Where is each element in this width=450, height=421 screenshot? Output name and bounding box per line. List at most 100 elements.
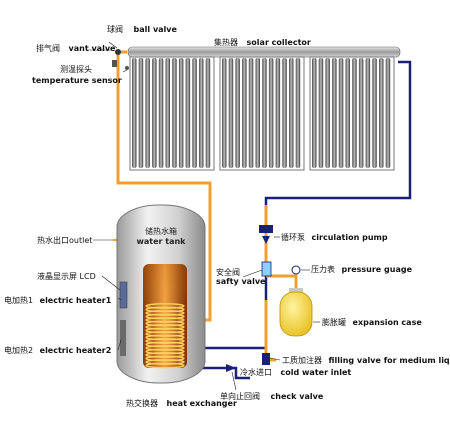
pump-en: circulation pump — [311, 233, 388, 242]
vacuum-tube — [199, 58, 204, 168]
collector-en: solar collector — [246, 38, 311, 47]
vacuum-tube — [358, 58, 364, 168]
vent-valve-label: 排气阀 vant valve — [36, 44, 115, 53]
lcd-text: 液晶显示屏 LCD — [37, 272, 96, 281]
tank-label: 储热水箱 water tank — [126, 226, 196, 246]
collector-frame-2 — [219, 56, 305, 171]
collector-cn: 集热器 — [214, 38, 238, 47]
vacuum-tube — [228, 58, 234, 168]
heater1-cn: 电加热1 — [4, 296, 34, 305]
hot-outlet-label: 热水出口outlet — [37, 236, 92, 245]
vacuum-tube — [275, 58, 281, 168]
vacuum-tube — [222, 58, 227, 168]
coil-turn — [145, 306, 185, 313]
vacuum-tube — [379, 58, 384, 168]
filling-valve-en: filling valve for medium liquid — [328, 356, 450, 365]
coil-turn — [145, 341, 185, 348]
temp-sensor-en-label: temperature sensor — [32, 76, 122, 85]
coil-turn — [145, 331, 185, 337]
expansion-label: 膨胀罐 expansion case — [322, 318, 422, 327]
vacuum-tube — [325, 58, 330, 168]
lcd-panel-icon — [119, 281, 128, 309]
tank-en: water tank — [136, 237, 186, 246]
vacuum-tube — [295, 58, 301, 168]
temp-sensor-label: 测温探头 — [60, 65, 92, 74]
vacuum-tube — [165, 58, 170, 168]
collector-label: 集热器 solar collector — [214, 38, 311, 47]
coil-turn — [145, 359, 185, 365]
heat-exchanger-en: heat exchanger — [166, 399, 237, 408]
ball-valve-en: ball valve — [133, 25, 177, 34]
coil-turn — [145, 324, 185, 330]
vacuum-tube — [145, 58, 150, 168]
cold-water-pipe — [202, 366, 250, 380]
expansion-tank — [279, 288, 313, 337]
vacuum-tube — [318, 58, 324, 168]
pressure-en: pressure guage — [341, 265, 412, 274]
check-valve-cn: 单向止回阀 — [220, 392, 260, 401]
vacuum-tube — [372, 58, 377, 168]
vacuum-tube — [352, 58, 357, 168]
heater2-label: 电加热2 electric heater2 — [4, 346, 111, 355]
pressure-branch — [266, 274, 298, 290]
temp-sensor-cn: 测温探头 — [60, 65, 92, 74]
temp-sensor-en: temperature sensor — [32, 76, 122, 85]
cold-inlet-cn: 冷水进口 — [240, 368, 272, 377]
coil-turn — [145, 313, 185, 320]
solar-collector — [127, 46, 401, 171]
vacuum-tube — [282, 58, 287, 168]
coil-turn — [145, 355, 185, 362]
vacuum-tube — [262, 58, 267, 168]
vacuum-tube — [132, 58, 137, 168]
filling-valve-cn: 工质加注器 — [282, 356, 322, 365]
check-valve-label: 单向止回阀 check valve — [220, 392, 323, 401]
ball-valve-cn: 球阀 — [107, 25, 123, 34]
collector-header — [127, 46, 401, 58]
coil-turn — [145, 334, 185, 341]
heat-exchanger-cn: 热交换器 — [126, 399, 158, 408]
vent-valve-cn: 排气阀 — [36, 44, 60, 53]
vacuum-tube — [332, 58, 337, 168]
vacuum-tube — [338, 58, 344, 168]
vacuum-tube — [365, 58, 371, 168]
vacuum-tube — [138, 58, 144, 168]
coil-turn — [145, 348, 185, 355]
vacuum-tube — [268, 58, 274, 168]
safety-cn: 安全阀 — [216, 268, 240, 277]
heat-exchanger-coil — [145, 303, 185, 369]
vacuum-tube — [242, 58, 247, 168]
pump-label: 循环泵 circulation pump — [281, 233, 388, 242]
vent-valve-en: vant valve — [68, 44, 116, 53]
heater2-en: electric heater2 — [39, 346, 112, 355]
heater1-en: electric heater1 — [39, 296, 112, 305]
collector-frame-1 — [129, 56, 215, 171]
coil-turn — [145, 362, 185, 369]
check-valve-en: check valve — [270, 392, 324, 401]
vacuum-tube — [192, 58, 197, 168]
vacuum-tube — [152, 58, 157, 168]
pump-cn: 循环泵 — [281, 233, 305, 242]
heater2-cn: 电加热2 — [4, 346, 34, 355]
hot-pipe-return — [205, 60, 412, 350]
vacuum-tube — [248, 58, 254, 168]
vacuum-tube — [385, 58, 391, 168]
collector-frame-3 — [309, 56, 395, 171]
expansion-cn: 膨胀罐 — [322, 318, 346, 327]
tank-cn: 储热水箱 — [145, 227, 177, 236]
vacuum-tube — [205, 58, 211, 168]
cold-inlet-en: cold water inlet — [280, 368, 352, 377]
expansion-en: expansion case — [352, 318, 422, 327]
filling-valve-label: 工质加注器 filling valve for medium liquid — [282, 356, 450, 365]
heater-element-icon — [120, 320, 126, 356]
ball-valve-icon — [115, 49, 121, 55]
vacuum-tube — [345, 58, 350, 168]
check-valve-icon — [226, 364, 236, 372]
coil-turn — [145, 352, 185, 358]
coil-turn — [145, 345, 185, 351]
safety-en: safty valve — [216, 277, 266, 286]
coil-turn — [145, 310, 185, 316]
vacuum-tube — [158, 58, 164, 168]
vacuum-tube — [185, 58, 191, 168]
cold-inlet-label: 冷水进口 cold water inlet — [240, 368, 351, 377]
